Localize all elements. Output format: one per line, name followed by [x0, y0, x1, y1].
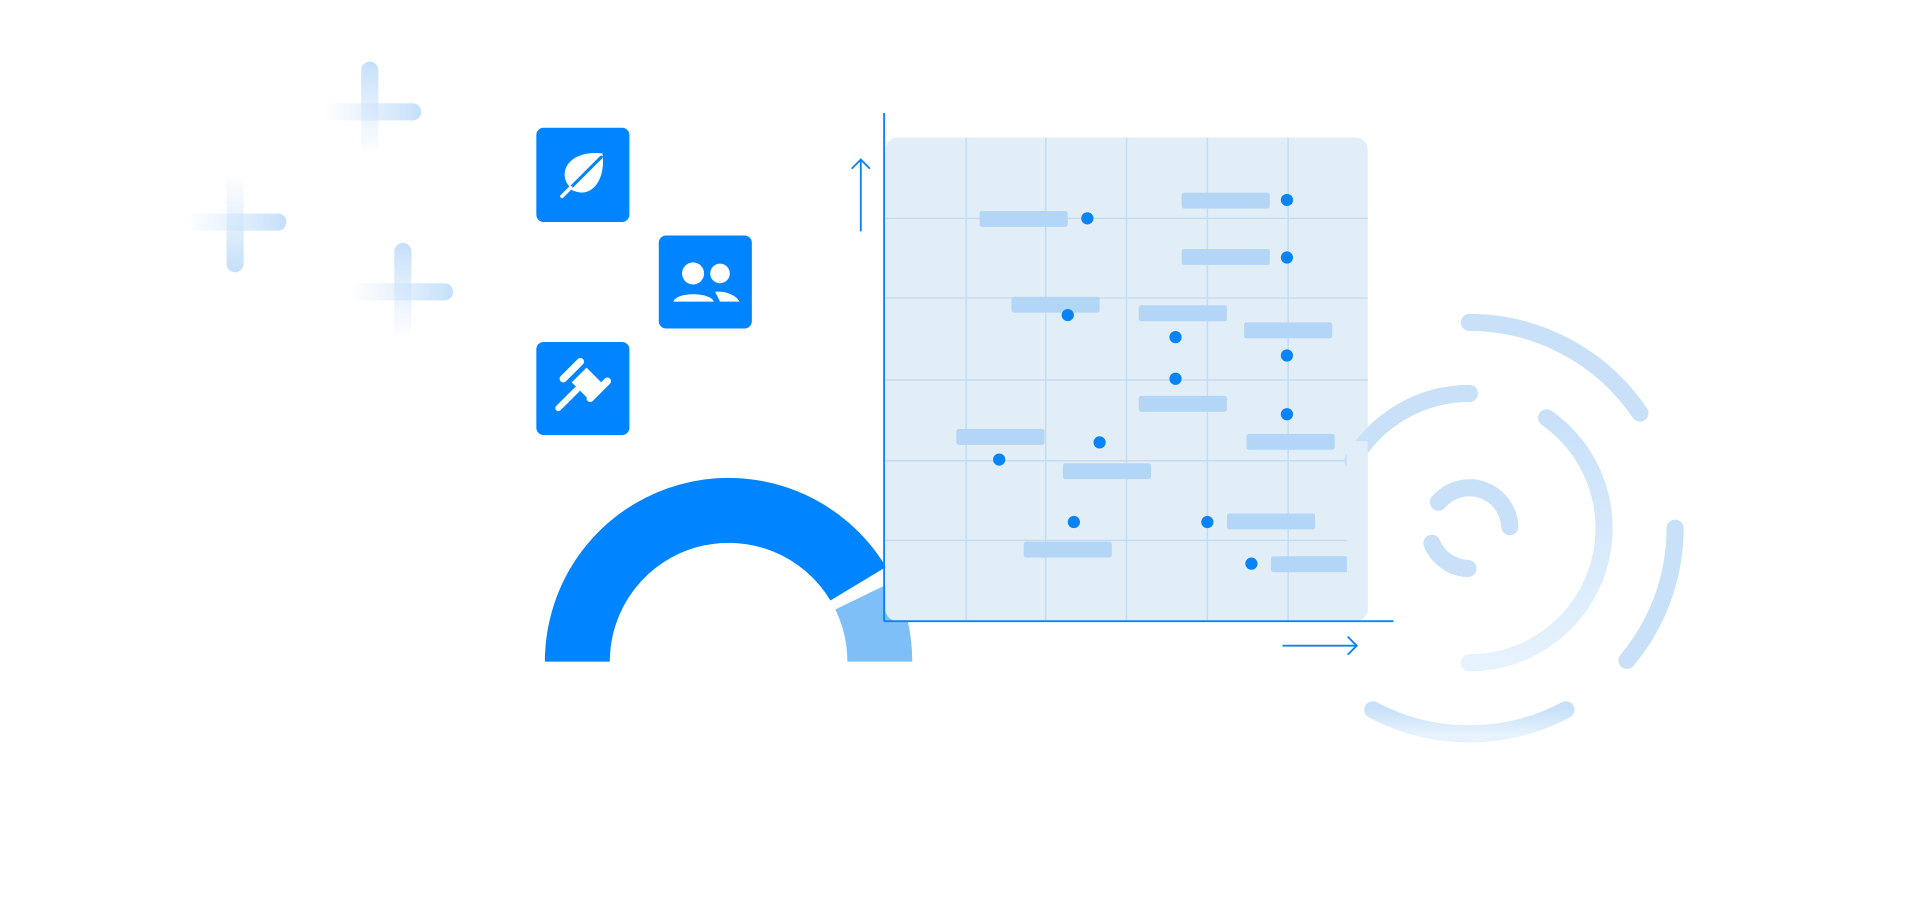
chart-dot — [1280, 251, 1294, 264]
leaf-icon — [560, 153, 604, 199]
chart-dot — [1245, 557, 1258, 570]
plus-decoration — [348, 242, 454, 341]
gauge-arc-secondary — [834, 581, 913, 663]
chart-bar — [1138, 305, 1227, 322]
chart-bar — [956, 428, 1045, 445]
chart-dot — [1169, 331, 1182, 344]
chart-bar — [1138, 395, 1227, 412]
chart-dot — [1280, 193, 1294, 207]
gavel-icon — [555, 357, 612, 412]
chart-dot — [993, 453, 1006, 466]
chart-dot — [1280, 349, 1294, 362]
chart-grid — [885, 137, 1368, 622]
chart-bar — [1246, 433, 1335, 450]
chart-panel — [851, 113, 1394, 656]
ring-arc — [1460, 409, 1613, 672]
ring-arc — [1344, 384, 1478, 470]
leaf-tile — [536, 127, 630, 223]
ring-arc — [1429, 479, 1519, 536]
chart-dot — [1201, 515, 1214, 529]
users-tile — [658, 235, 752, 329]
concentric-rings — [1344, 313, 1684, 743]
ring-arc — [1618, 519, 1684, 669]
chart-bar — [1226, 513, 1316, 530]
chart-bar — [1011, 296, 1100, 313]
chart-dot — [1061, 308, 1074, 322]
arrow-up-icon — [851, 158, 871, 232]
ring-arc — [1460, 313, 1649, 422]
plus-decoration — [183, 171, 287, 273]
chart-bar — [1271, 556, 1360, 573]
chart-bar — [1244, 322, 1333, 339]
chart-dot — [1093, 436, 1106, 449]
arrow-right-icon — [1282, 636, 1359, 656]
chart-bar — [1181, 192, 1270, 209]
gavel-tile — [536, 342, 630, 436]
chart-dot — [1067, 515, 1080, 529]
chart-dot — [1280, 408, 1294, 421]
chart-bar — [1062, 463, 1152, 480]
ring-arc — [1423, 534, 1477, 578]
ring-arc — [1364, 701, 1575, 743]
chart-bar — [1023, 541, 1112, 558]
gauge-arc-primary — [544, 478, 886, 663]
users-icon — [673, 262, 740, 302]
ring-mask — [1346, 441, 1368, 613]
chart-dots — [993, 193, 1294, 570]
plus-decoration — [320, 61, 422, 158]
chart-bar — [979, 211, 1068, 227]
chart-dot — [1081, 212, 1094, 225]
chart-dot — [1169, 372, 1182, 385]
chart-bar — [1181, 248, 1270, 265]
chart-bars — [956, 192, 1360, 573]
gauge-chart — [544, 478, 913, 663]
